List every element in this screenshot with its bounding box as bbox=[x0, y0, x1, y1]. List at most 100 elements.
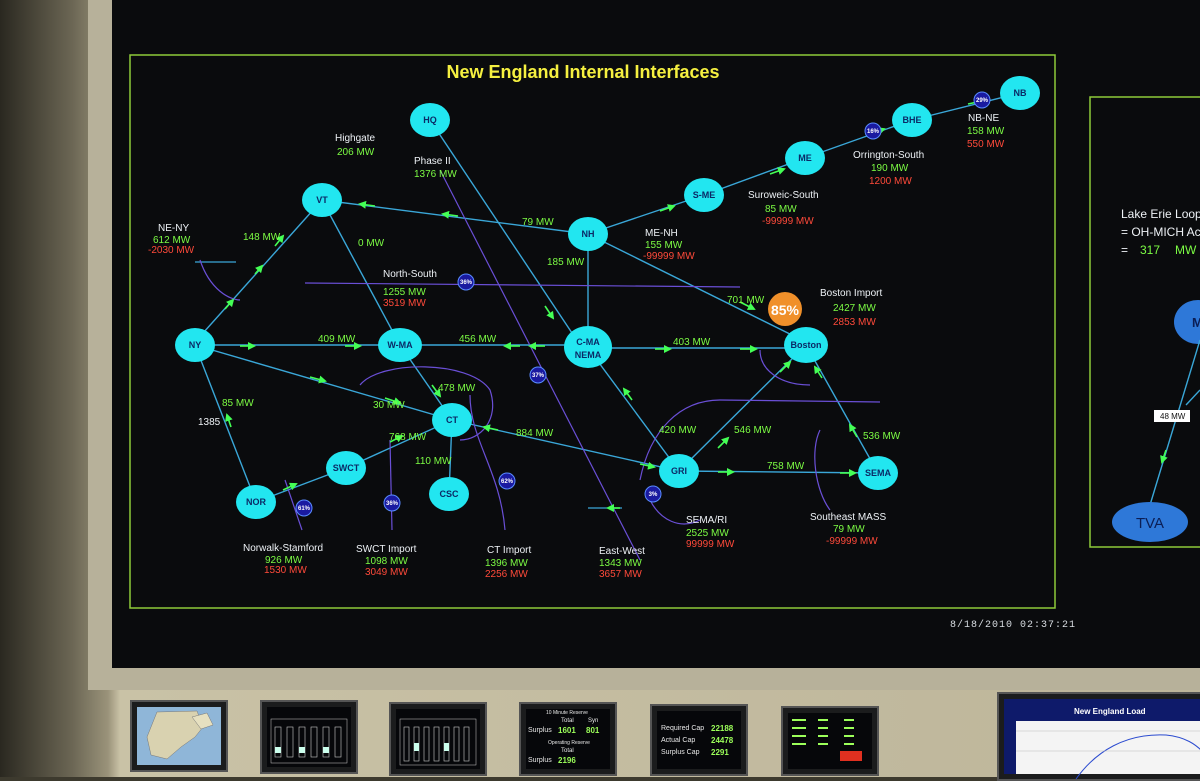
interface-limit: 3519 MW bbox=[383, 298, 426, 309]
interface-name: Phase II bbox=[414, 156, 451, 167]
interface-flow: 926 MW bbox=[265, 555, 303, 566]
svg-text:148 MW: 148 MW bbox=[243, 232, 281, 243]
svg-text:HQ: HQ bbox=[423, 115, 437, 125]
svg-text:BHE: BHE bbox=[902, 115, 921, 125]
svg-text:185 MW: 185 MW bbox=[547, 257, 585, 268]
right-panel-line1: Lake Erie Loop bbox=[1121, 207, 1200, 221]
interface-cut-lines bbox=[195, 169, 881, 561]
interface-limit: -99999 MW bbox=[826, 536, 878, 547]
flow-arrow bbox=[659, 204, 676, 212]
node-vt: VT bbox=[302, 183, 342, 217]
loading-badge: 37% bbox=[529, 366, 547, 384]
monitor-generator-status bbox=[260, 700, 358, 774]
svg-text:62%: 62% bbox=[501, 479, 514, 485]
flow-arrow bbox=[431, 384, 442, 398]
interface-flow: 85 MW bbox=[765, 204, 797, 215]
interface-name: CT Import bbox=[487, 545, 531, 556]
svg-text:GRI: GRI bbox=[671, 466, 687, 476]
interface-limit: 2853 MW bbox=[833, 317, 876, 328]
svg-text:1385: 1385 bbox=[198, 417, 221, 428]
interface-flow: 79 MW bbox=[833, 524, 865, 535]
right-panel-node: TVA bbox=[1136, 515, 1164, 532]
flow-arrow bbox=[622, 387, 633, 401]
interface-limit: 1200 MW bbox=[869, 176, 912, 187]
reserve-col-total: Total bbox=[561, 718, 574, 724]
loading-badge: 3% bbox=[644, 485, 662, 503]
right-panel-flow-box: 48 MW bbox=[1160, 412, 1186, 421]
node-hq: HQ bbox=[410, 103, 450, 137]
svg-text:NH: NH bbox=[582, 229, 595, 239]
diagram-frame bbox=[129, 54, 1056, 609]
interface-name: Highgate bbox=[335, 133, 375, 144]
svg-text:758 MW: 758 MW bbox=[767, 461, 805, 472]
node-me: ME bbox=[785, 141, 825, 175]
node-bhe: BHE bbox=[892, 103, 932, 137]
reserve-header: 10 Minute Reserve bbox=[546, 710, 588, 716]
operating-col-total: Total bbox=[561, 748, 574, 754]
svg-text:36%: 36% bbox=[460, 280, 473, 286]
interface-flow: 190 MW bbox=[871, 163, 909, 174]
right-panel-unit: MW bbox=[1175, 243, 1197, 257]
right-panel-line2: = OH-MICH Ac bbox=[1121, 225, 1200, 239]
interface-name: Southeast MASS bbox=[810, 512, 886, 523]
node-nor: NOR bbox=[236, 485, 276, 519]
timestamp: 8/18/2010 02:37:21 bbox=[950, 620, 1077, 631]
right-panel-value: 317 bbox=[1140, 243, 1160, 257]
svg-text:CT: CT bbox=[446, 415, 458, 425]
interface-name: Orrington-South bbox=[853, 150, 924, 161]
flow-arrow bbox=[225, 413, 233, 428]
node-ny: NY bbox=[175, 328, 215, 362]
loading-badge: 36% bbox=[383, 494, 401, 512]
interface-limit: 2256 MW bbox=[485, 569, 528, 580]
reserve-row-label: Surplus bbox=[528, 727, 552, 734]
reserve-syn-value: 801 bbox=[586, 726, 600, 735]
svg-text:546 MW: 546 MW bbox=[734, 425, 772, 436]
svg-text:W-MA: W-MA bbox=[387, 340, 413, 350]
loading-badge: 36% bbox=[457, 273, 475, 291]
svg-text:37%: 37% bbox=[532, 373, 545, 379]
interface-name: SEMA/RI bbox=[686, 515, 727, 526]
surplus-cap-label: Surplus Cap bbox=[661, 749, 700, 756]
operating-total-value: 2196 bbox=[558, 756, 576, 765]
reserve-total-value: 1601 bbox=[558, 726, 576, 735]
monitor-map bbox=[130, 700, 228, 772]
svg-text:884 MW: 884 MW bbox=[516, 428, 554, 439]
status-table-icon bbox=[792, 719, 862, 761]
interface-limit: -99999 MW bbox=[643, 251, 695, 262]
svg-text:NB: NB bbox=[1014, 88, 1027, 98]
interface-limit: 3049 MW bbox=[365, 567, 408, 578]
svg-text:456 MW: 456 MW bbox=[459, 334, 497, 345]
svg-text:29%: 29% bbox=[976, 98, 989, 104]
required-cap-value: 22188 bbox=[711, 724, 734, 733]
svg-text:79 MW: 79 MW bbox=[522, 217, 554, 228]
interface-limit: 99999 MW bbox=[686, 539, 735, 550]
svg-text:0 MW: 0 MW bbox=[358, 238, 385, 249]
operating-row-label: Surplus bbox=[528, 757, 552, 764]
interface-flow: 206 MW bbox=[337, 147, 375, 158]
actual-cap-label: Actual Cap bbox=[661, 737, 696, 744]
flow-arrow bbox=[389, 435, 404, 443]
svg-text:403 MW: 403 MW bbox=[673, 337, 711, 348]
interface-limit: 3657 MW bbox=[599, 569, 642, 580]
interface-flow: 612 MW bbox=[153, 235, 191, 246]
interface-labels: Highgate 206 MW Phase II 1376 MW NE-NY 6… bbox=[148, 113, 1005, 580]
flow-arrow bbox=[779, 360, 792, 373]
node-nb: NB bbox=[1000, 76, 1040, 110]
bar-gauges-icon bbox=[270, 718, 348, 764]
svg-text:ME: ME bbox=[798, 153, 812, 163]
interface-flow: 1255 MW bbox=[383, 287, 426, 298]
node-sema: SEMA bbox=[858, 456, 898, 490]
interface-name: North-South bbox=[383, 269, 437, 280]
boston-loading-badge: 85% bbox=[768, 292, 802, 326]
svg-text:36%: 36% bbox=[386, 501, 399, 507]
load-chart-title: New England Load bbox=[1074, 707, 1146, 716]
bar-gauges-icon bbox=[399, 718, 477, 766]
right-panel: Lake Erie Loop = OH-MICH Ac = 317 MW M 4… bbox=[1112, 207, 1200, 542]
svg-text:VT: VT bbox=[316, 195, 328, 205]
flow-arrow bbox=[309, 375, 327, 384]
node-nh: NH bbox=[568, 217, 608, 251]
node-swct: SWCT bbox=[326, 451, 366, 485]
required-cap-label: Required Cap bbox=[661, 725, 705, 732]
interface-flow: 1396 MW bbox=[485, 558, 528, 569]
svg-text:478 MW: 478 MW bbox=[438, 383, 476, 394]
